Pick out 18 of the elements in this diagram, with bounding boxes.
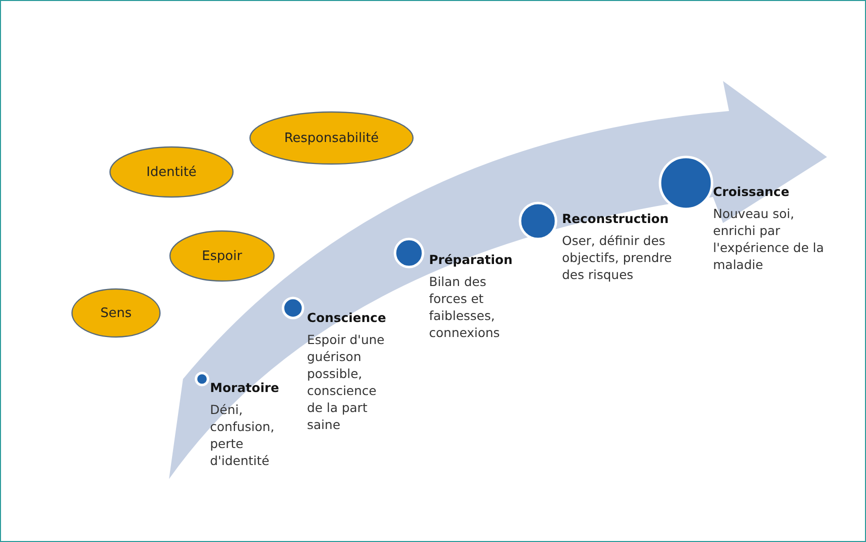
stage-title: Croissance xyxy=(713,183,790,200)
stage-description: Bilan des forces et faiblesses, connexions xyxy=(429,273,501,341)
stage-title: Préparation xyxy=(429,251,514,268)
stage-description: Nouveau soi, enrichi par l'expérience de la maladie xyxy=(713,205,825,273)
stage-description: Déni, confusion, perte d'identité xyxy=(210,401,276,469)
stage-description: Espoir d'une guérison possible, conscience de la part saine xyxy=(307,331,386,433)
bubble-label: Espoir xyxy=(202,248,242,264)
stage-title: Reconstruction xyxy=(562,210,670,227)
bubble-label: Identité xyxy=(146,164,197,180)
bubble-label: Responsabilité xyxy=(284,130,379,146)
stage-title: Moratoire xyxy=(210,379,280,396)
stage-description: Oser, définir des objectifs, prendre des risques xyxy=(562,232,673,283)
bubble-label: Sens xyxy=(100,306,132,320)
oval-bubble xyxy=(169,230,275,282)
oval-bubble xyxy=(109,146,234,198)
oval-bubble xyxy=(249,111,414,165)
oval-bubble xyxy=(71,288,161,338)
stage-title: Conscience xyxy=(307,309,388,326)
